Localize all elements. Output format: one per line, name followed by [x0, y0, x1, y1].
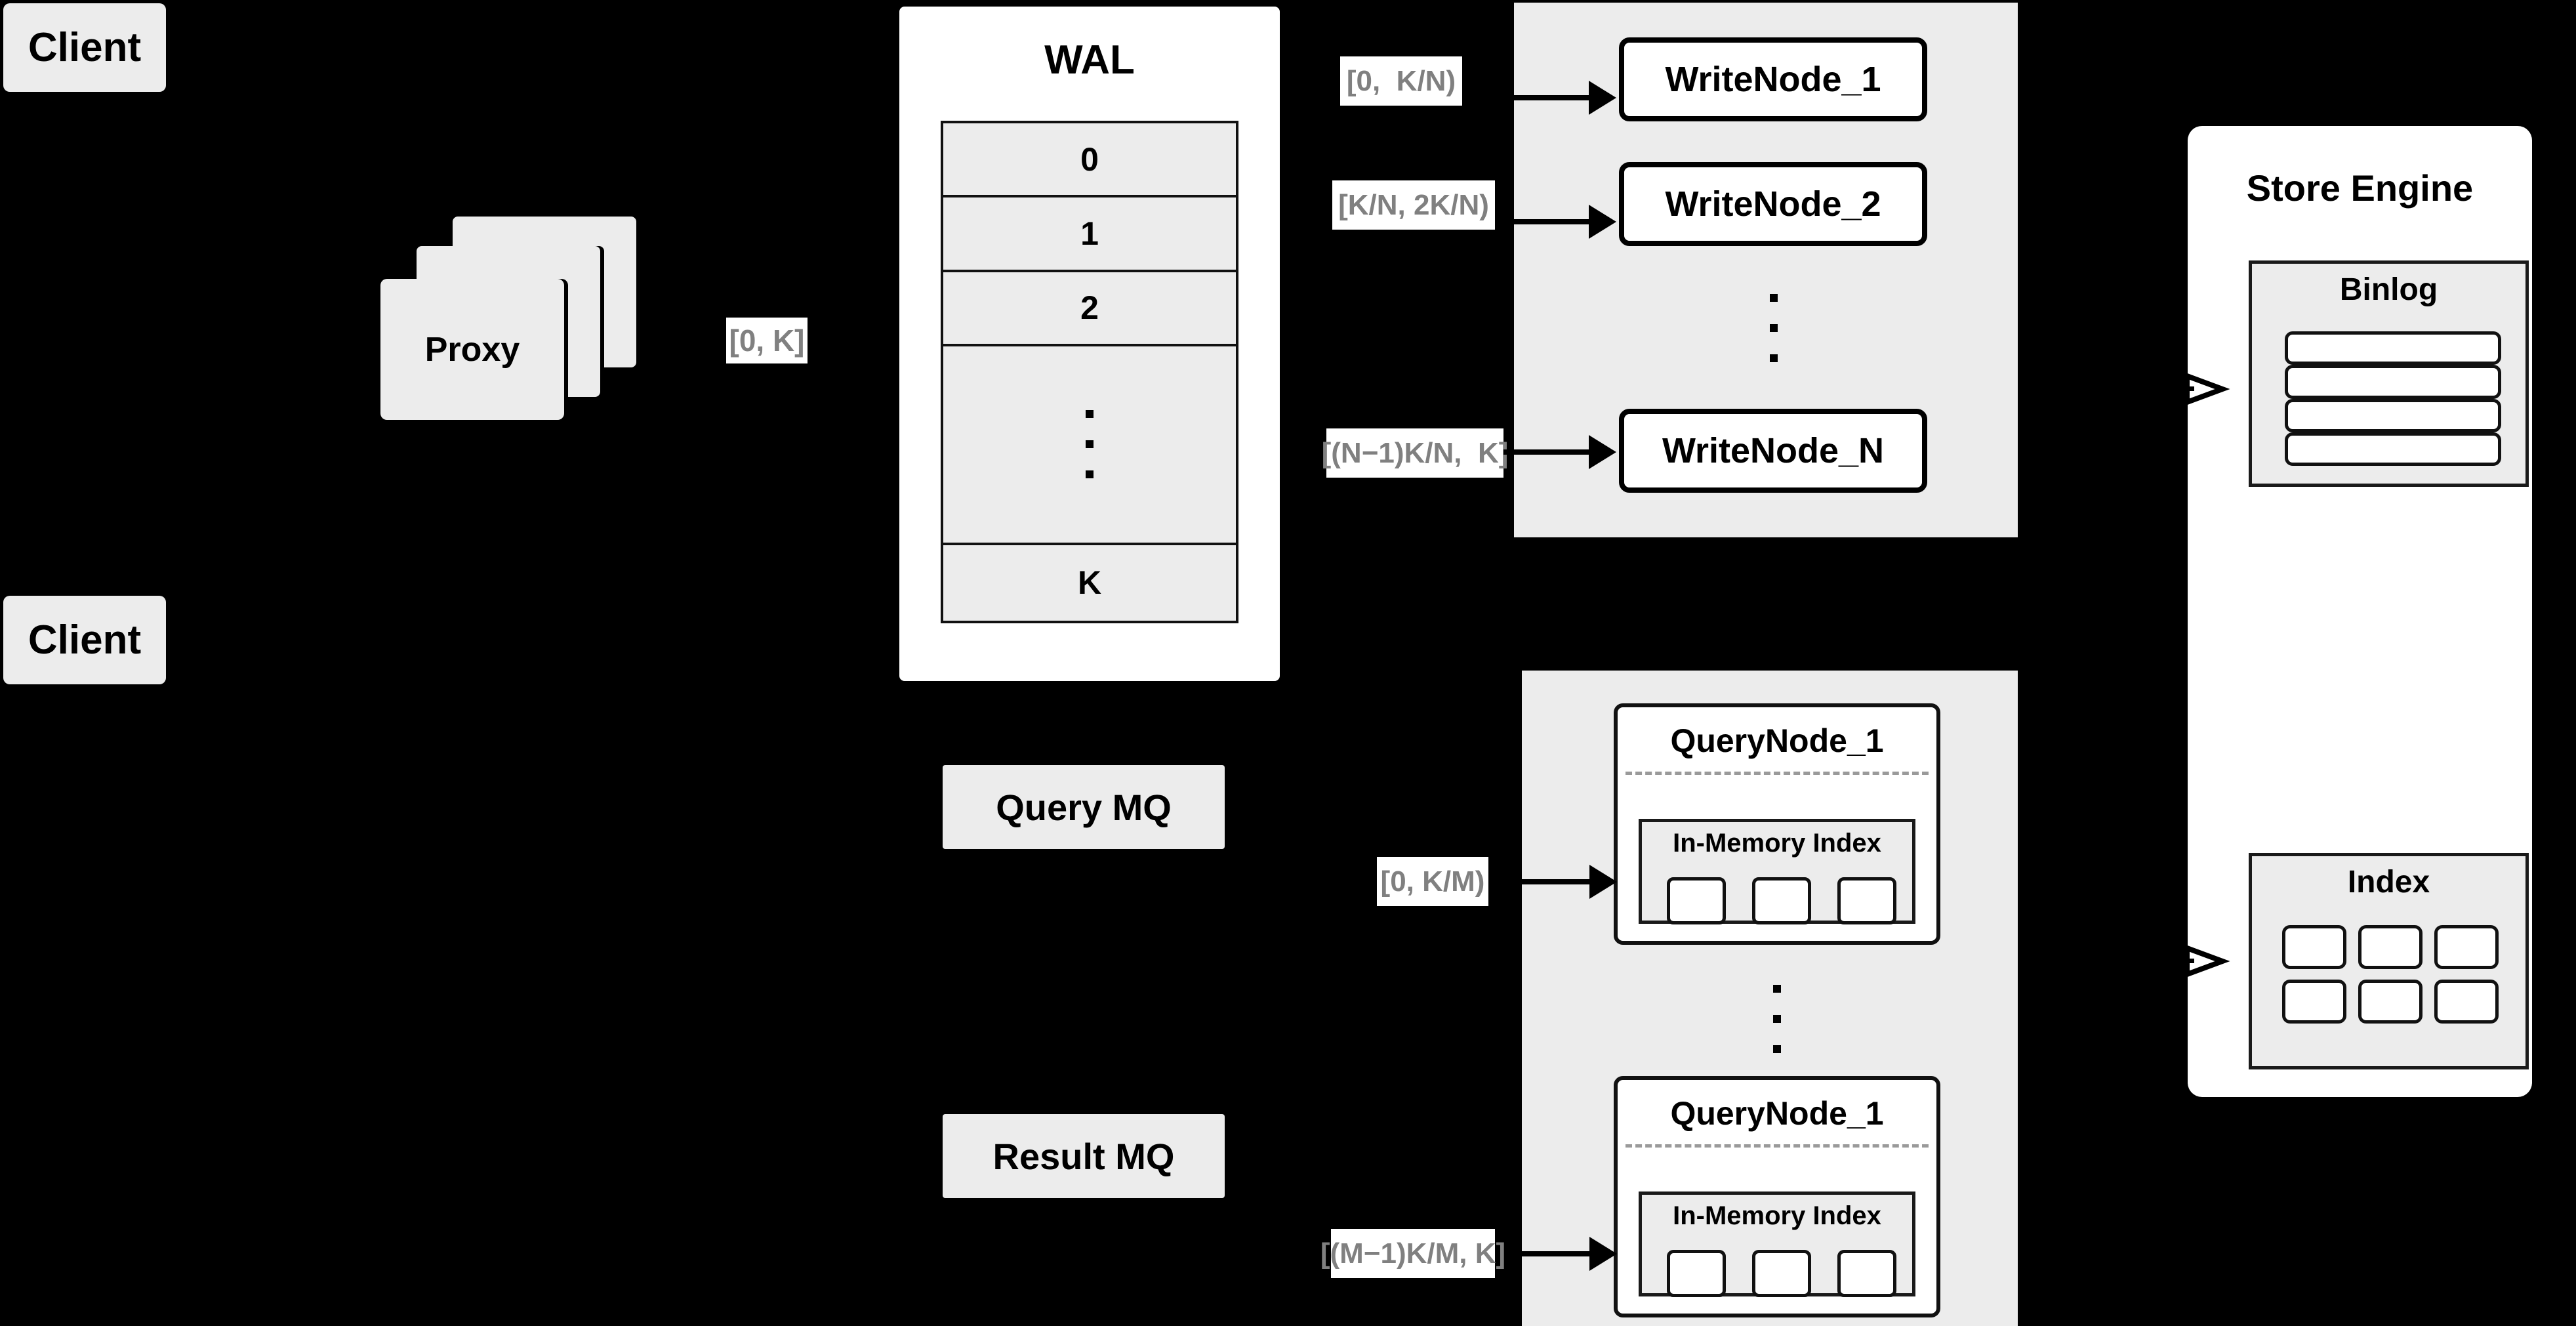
index-cell[interactable] — [1837, 1250, 1896, 1297]
arrow-to-write-node-1 — [1503, 81, 1622, 115]
index-title: Index — [2347, 865, 2430, 900]
wal-row-value: 2 — [1080, 289, 1099, 327]
arrow-to-index — [2119, 943, 2253, 980]
wal-table: 0 1 2 K — [941, 121, 1238, 623]
range-text: [(M−1)K/M, K] — [1320, 1237, 1506, 1270]
query-node-m-range-label: [(M−1)K/M, K] — [1320, 1229, 1505, 1278]
range-text: [0, K/N) — [1346, 64, 1456, 97]
query-node-m[interactable]: QueryNode_1 In-Memory Index — [1614, 1076, 1940, 1317]
index-cell-grid — [2282, 925, 2499, 1024]
wal-row: 2 — [943, 272, 1236, 347]
client-box-2[interactable]: Client — [3, 596, 166, 684]
client-box-1[interactable]: Client — [3, 3, 166, 92]
write-node-label: WriteNode_2 — [1665, 184, 1881, 224]
wal-row-ellipsis — [943, 346, 1236, 545]
proxy-stack[interactable]: Proxy — [380, 217, 663, 433]
write-node-n[interactable]: WriteNode_N — [1619, 409, 1927, 493]
index-cell[interactable] — [2282, 980, 2346, 1024]
write-node-1[interactable]: WriteNode_1 — [1619, 37, 1927, 121]
wal-row-value: 1 — [1080, 215, 1099, 253]
proxy-range-label: [0, K] — [726, 318, 808, 363]
query-node-group-ellipsis — [1764, 958, 1790, 1079]
index-cell[interactable] — [2434, 925, 2499, 969]
result-mq-label: Result MQ — [992, 1135, 1175, 1177]
index-cell[interactable] — [2358, 925, 2423, 969]
store-engine-title: Store Engine — [2246, 167, 2474, 209]
write-node-group-ellipsis — [1761, 269, 1787, 387]
query-mq-box[interactable]: Query MQ — [943, 765, 1225, 849]
write-node-label: WriteNode_N — [1662, 431, 1885, 470]
in-memory-index-panel: In-Memory Index — [1639, 1191, 1915, 1297]
write-node-label: WriteNode_1 — [1665, 60, 1881, 99]
query-node-divider — [1625, 1144, 1929, 1148]
wal-row: K — [943, 545, 1236, 621]
binlog-title: Binlog — [2339, 272, 2438, 307]
query-node-1-range-label: [0, K/M) — [1377, 857, 1488, 906]
in-memory-index-cells — [1667, 1250, 1896, 1297]
arrow-to-binlog — [2119, 371, 2253, 407]
index-cell[interactable] — [1667, 1250, 1726, 1297]
arrow-to-write-node-n — [1503, 435, 1622, 469]
write-node-n-range-label: [(N−1)K/N, K] — [1322, 428, 1508, 478]
range-text: [K/N, 2K/N) — [1338, 188, 1489, 221]
index-cell[interactable] — [2358, 980, 2423, 1024]
query-node-divider — [1625, 772, 1929, 775]
index-cell[interactable] — [2282, 925, 2346, 969]
in-memory-index-panel: In-Memory Index — [1639, 819, 1915, 924]
write-node-1-range-label: [0, K/N) — [1340, 56, 1462, 106]
index-cell[interactable] — [1752, 877, 1811, 924]
wal-row: 0 — [943, 123, 1236, 198]
index-cell[interactable] — [1837, 877, 1896, 924]
arrow-to-write-node-2 — [1503, 205, 1622, 239]
in-memory-index-cells — [1667, 877, 1896, 924]
binlog-row[interactable] — [2285, 365, 2501, 399]
client-label: Client — [28, 617, 142, 663]
proxy-label: Proxy — [424, 330, 520, 369]
range-text: [(N−1)K/N, K] — [1321, 436, 1509, 469]
write-node-2[interactable]: WriteNode_2 — [1619, 162, 1927, 246]
write-node-2-range-label: [K/N, 2K/N) — [1332, 180, 1495, 230]
in-memory-index-title: In-Memory Index — [1673, 829, 1881, 858]
client-label: Client — [28, 25, 142, 70]
proxy-front-card[interactable]: Proxy — [380, 279, 564, 420]
binlog-row[interactable] — [2285, 432, 2501, 466]
query-node-1[interactable]: QueryNode_1 In-Memory Index — [1614, 703, 1940, 945]
binlog-rows — [2285, 331, 2501, 466]
wal-row-value: 0 — [1080, 140, 1099, 178]
index-cell[interactable] — [2434, 980, 2499, 1024]
query-node-label: QueryNode_1 — [1670, 1095, 1884, 1132]
index-panel: Index — [2249, 853, 2529, 1069]
binlog-row[interactable] — [2285, 331, 2501, 365]
range-text: [0, K/M) — [1380, 865, 1485, 898]
wal-row-value: K — [1077, 564, 1102, 602]
arrow-to-query-node-1 — [1504, 865, 1622, 899]
query-node-label: QueryNode_1 — [1670, 722, 1884, 759]
wal-title: WAL — [1044, 37, 1135, 83]
result-mq-box[interactable]: Result MQ — [943, 1114, 1225, 1198]
proxy-range-text: [0, K] — [729, 323, 805, 358]
index-cell[interactable] — [1667, 877, 1726, 924]
binlog-panel: Binlog — [2249, 260, 2529, 487]
in-memory-index-title: In-Memory Index — [1673, 1201, 1881, 1230]
wal-row: 1 — [943, 197, 1236, 272]
index-cell[interactable] — [1752, 1250, 1811, 1297]
query-mq-label: Query MQ — [996, 786, 1172, 828]
arrow-to-query-node-m — [1504, 1237, 1622, 1271]
binlog-row[interactable] — [2285, 398, 2501, 432]
